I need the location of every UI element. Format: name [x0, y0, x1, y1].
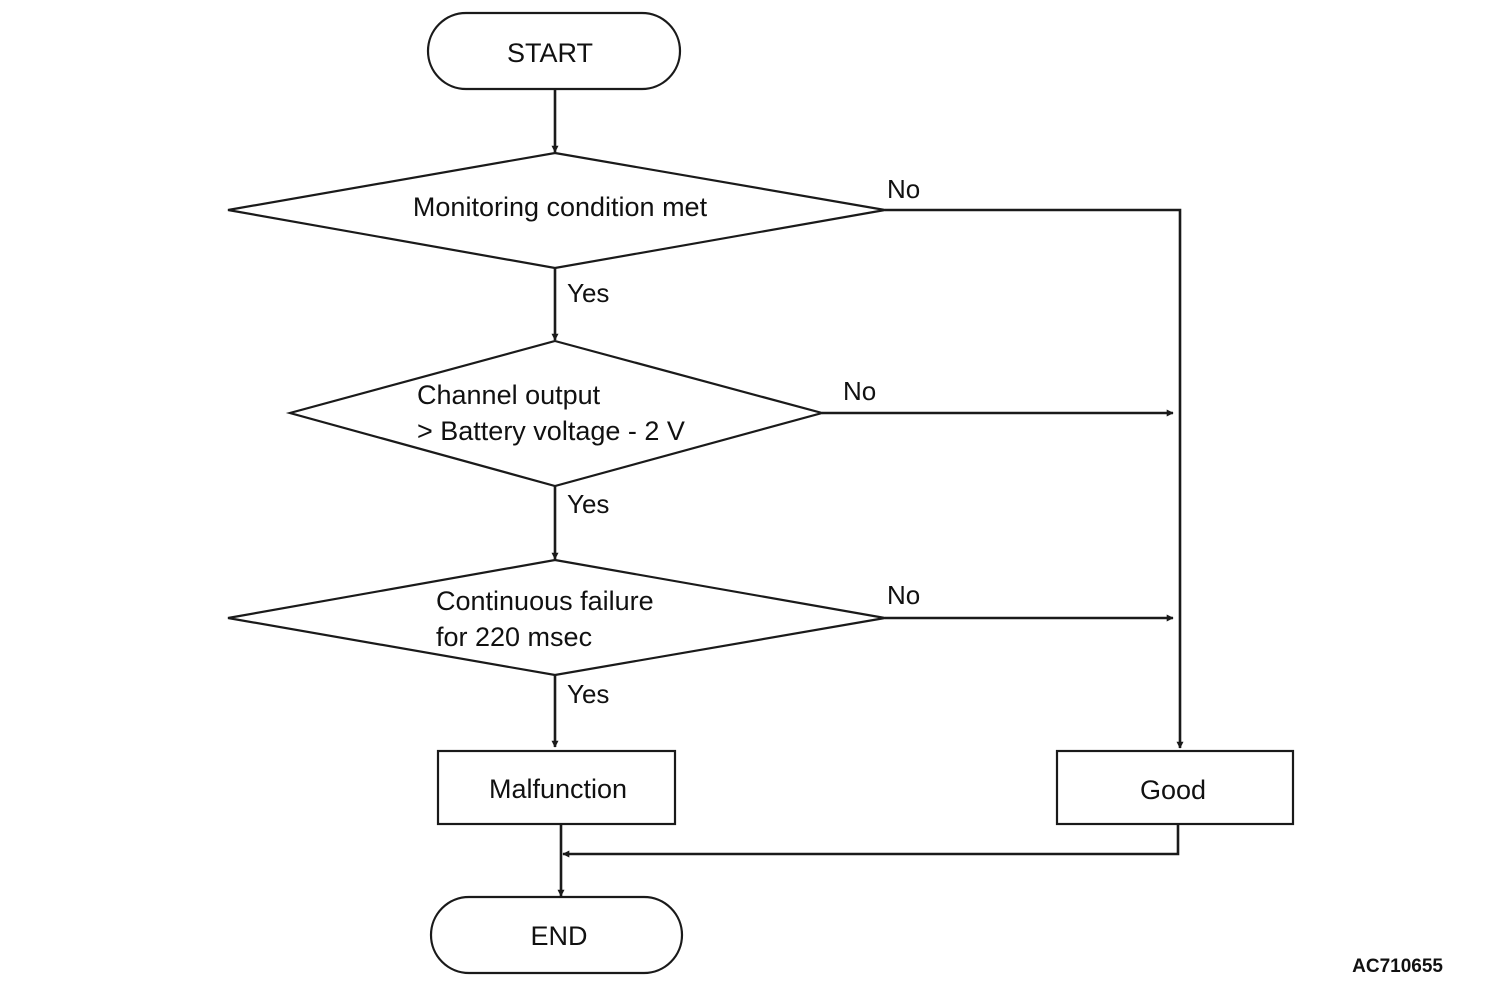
decision-channel-output-line1: Channel output — [417, 380, 601, 410]
decision-continuous-failure-line2: for 220 msec — [436, 622, 592, 652]
end-terminal: END — [429, 895, 684, 975]
malfunction-label: Malfunction — [489, 774, 627, 804]
decision-monitoring-label: Monitoring condition met — [413, 192, 708, 222]
monitoring-no-label: No — [887, 174, 920, 204]
decision-monitoring-condition: Monitoring condition met — [227, 151, 886, 270]
decision-channel-output-line2: > Battery voltage - 2 V — [417, 416, 685, 446]
decision-continuous-failure: Continuous failure for 220 msec — [227, 558, 886, 677]
end-label: END — [530, 921, 587, 951]
continuous-failure-yes-label: Yes — [567, 679, 609, 709]
continuous-failure-no-label: No — [887, 580, 920, 610]
start-terminal: START — [426, 11, 682, 91]
connector-monitoring-no — [885, 208, 1184, 749]
figure-id: AC710655 — [1352, 956, 1443, 977]
good-label: Good — [1140, 775, 1206, 805]
outcome-good: Good — [1055, 749, 1295, 826]
connector-good-to-end — [562, 824, 1180, 858]
monitoring-yes-label: Yes — [567, 278, 609, 308]
channel-output-no-label: No — [843, 376, 876, 406]
decision-channel-output: Channel output > Battery voltage - 2 V — [285, 339, 827, 488]
start-label: START — [507, 38, 593, 68]
channel-output-yes-label: Yes — [567, 489, 609, 519]
decision-continuous-failure-line1: Continuous failure — [436, 586, 654, 616]
outcome-malfunction: Malfunction — [436, 749, 677, 826]
